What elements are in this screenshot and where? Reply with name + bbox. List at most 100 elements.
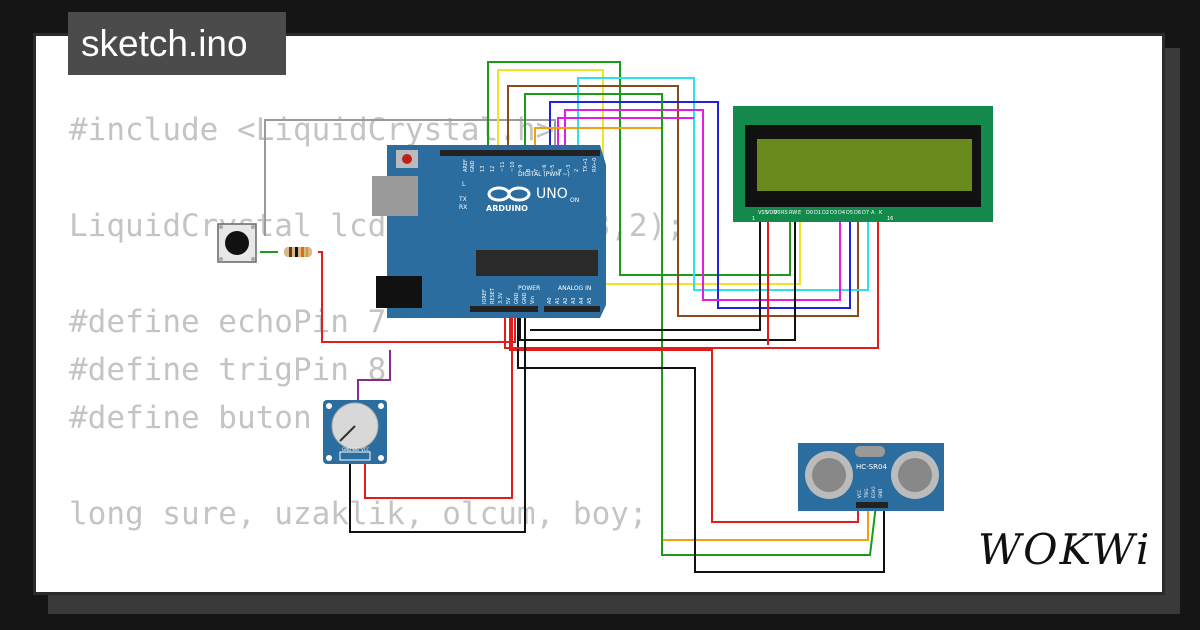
lcd-pin: E bbox=[798, 210, 801, 216]
ultrasonic-sensor[interactable]: HC-SR04 VCC TRIG ECHO GND bbox=[798, 443, 944, 511]
pin-label: A4 bbox=[579, 297, 585, 304]
pin-label: A5 bbox=[587, 297, 593, 304]
pot-pin: GND bbox=[342, 447, 351, 452]
pin-label: GND bbox=[514, 292, 520, 304]
l-label: L bbox=[462, 181, 466, 188]
wire-black-pot bbox=[349, 310, 526, 533]
pin-label: RESET bbox=[490, 287, 496, 304]
wire-brown-d11 bbox=[507, 85, 859, 317]
wire-gray bbox=[264, 119, 556, 236]
pin-label: 12 bbox=[490, 166, 496, 172]
pot-pin: SIG bbox=[352, 447, 359, 452]
code-line: #define echoPin 7 bbox=[69, 304, 387, 340]
lcd-pin: D0 bbox=[806, 210, 813, 216]
sensor-pin: GND bbox=[878, 489, 883, 498]
rx-label: RX bbox=[459, 204, 467, 211]
potentiometer[interactable]: GND SIG VCC bbox=[323, 400, 387, 464]
lcd-pin-last: 16 bbox=[887, 216, 893, 222]
pin-label: 13 bbox=[480, 166, 486, 172]
push-button[interactable] bbox=[217, 223, 257, 263]
sensor-pin: TRIG bbox=[864, 488, 869, 499]
board-name: UNO bbox=[536, 186, 568, 202]
arduino-logo-icon bbox=[487, 186, 531, 202]
wire-black-lcd-vss bbox=[530, 215, 761, 331]
pin-label: AREF bbox=[463, 159, 469, 172]
lcd-pin: A bbox=[871, 210, 875, 216]
code-line: #define trigPin 8 bbox=[69, 352, 387, 388]
wire-green-d13 bbox=[487, 61, 791, 276]
lcd-pin: D7 bbox=[862, 210, 869, 216]
on-label: ON bbox=[570, 197, 579, 204]
pin-label: A1 bbox=[555, 297, 561, 304]
wire-black-gnd bbox=[517, 310, 885, 573]
lcd-pin: RS bbox=[781, 210, 788, 216]
sensor-pin: ECHO bbox=[871, 487, 876, 498]
arduino-uno-board[interactable]: UNO ARDUINO DIGITAL (PWM ~) POWER ANALOG… bbox=[372, 145, 606, 318]
pin-label: A3 bbox=[571, 297, 577, 304]
pin-label: 8 bbox=[526, 169, 532, 172]
wire-red-vcc bbox=[509, 310, 859, 523]
board-brand: ARDUINO bbox=[486, 204, 528, 213]
analog-pin-labels: A0 A1 A2 A3 A4 A5 bbox=[547, 297, 593, 304]
lcd-pin: RW bbox=[789, 210, 797, 216]
power-pin-labels: IOREF RESET 3.3V 5V GND GND Vin bbox=[482, 287, 536, 304]
analog-header bbox=[544, 306, 600, 312]
pin-label: 3.3V bbox=[498, 292, 504, 304]
sensor-pin: VCC bbox=[857, 489, 862, 498]
wire-magenta-2 bbox=[557, 117, 694, 150]
wire-red-lcd bbox=[504, 215, 879, 349]
power-jack bbox=[376, 276, 422, 308]
power-header bbox=[470, 306, 538, 312]
wire-red-pot bbox=[364, 310, 513, 499]
digital-pin-labels: AREF GND 13 12 ~11 ~10 ~9 8 7 ~6 ~5 4 ~3… bbox=[463, 158, 598, 173]
pin-label: ~5 bbox=[550, 165, 556, 172]
sensor-label: HC-SR04 bbox=[856, 463, 887, 471]
pot-pin: VCC bbox=[361, 447, 370, 452]
pin-label: ~6 bbox=[542, 165, 548, 172]
pin-label: TX→1 bbox=[583, 158, 589, 173]
pin-label: IOREF bbox=[482, 289, 488, 304]
lcd-pin: D3 bbox=[830, 210, 837, 216]
wokwi-logo: WOKWi bbox=[978, 525, 1152, 574]
lcd-pin: VDD bbox=[766, 210, 777, 216]
pin-label: GND bbox=[522, 292, 528, 304]
pin-label: 4 bbox=[558, 169, 564, 172]
code-line: long sure, uzaklik, olcum, boy; bbox=[69, 496, 648, 532]
digital-header bbox=[440, 150, 600, 156]
pin-label: Vin bbox=[530, 296, 536, 304]
lcd-display[interactable]: 1 VSS VDD V0 RS RW E D0 D1 D2 D3 D4 D5 D… bbox=[733, 106, 993, 222]
lcd-pin: D1 bbox=[814, 210, 821, 216]
lcd-pin: VSS bbox=[758, 210, 768, 216]
lcd-pin: D2 bbox=[822, 210, 829, 216]
usb-port bbox=[372, 176, 418, 216]
lcd-pin: K bbox=[879, 210, 883, 216]
wire-black-lcd bbox=[519, 215, 796, 341]
resistor bbox=[284, 247, 312, 257]
analog-label: ANALOG IN bbox=[558, 285, 591, 292]
wire-red-resistor bbox=[318, 251, 516, 343]
pin-label: ~10 bbox=[510, 161, 516, 172]
pin-label: ~9 bbox=[518, 165, 524, 172]
power-label: POWER bbox=[518, 285, 540, 292]
pin-label: ~11 bbox=[500, 161, 506, 172]
sketch-title: sketch.ino bbox=[68, 12, 286, 75]
pin-label: RX←0 bbox=[592, 158, 598, 172]
pin-label: 2 bbox=[574, 169, 580, 172]
atmega-chip bbox=[476, 250, 598, 276]
wire-magenta-1 bbox=[564, 109, 841, 301]
lcd-pin: V0 bbox=[774, 210, 781, 216]
lcd-pin-first: 1 bbox=[752, 216, 755, 222]
lcd-pin: D4 bbox=[838, 210, 845, 216]
tx-label: TX bbox=[458, 196, 467, 203]
wire-blue bbox=[549, 101, 851, 309]
lcd-pin-labels: 1 VSS VDD V0 RS RW E D0 D1 D2 D3 D4 D5 D… bbox=[752, 210, 893, 222]
pin-label: GND bbox=[470, 160, 476, 172]
pin-label: ~3 bbox=[566, 165, 572, 172]
lcd-pin: D6 bbox=[854, 210, 861, 216]
pin-label: A0 bbox=[547, 297, 553, 304]
knob-indicator bbox=[339, 425, 356, 442]
lcd-pin: D5 bbox=[846, 210, 853, 216]
pin-label: 5V bbox=[506, 297, 512, 304]
code-line: #include <LiquidCrystal.h> bbox=[69, 112, 555, 148]
